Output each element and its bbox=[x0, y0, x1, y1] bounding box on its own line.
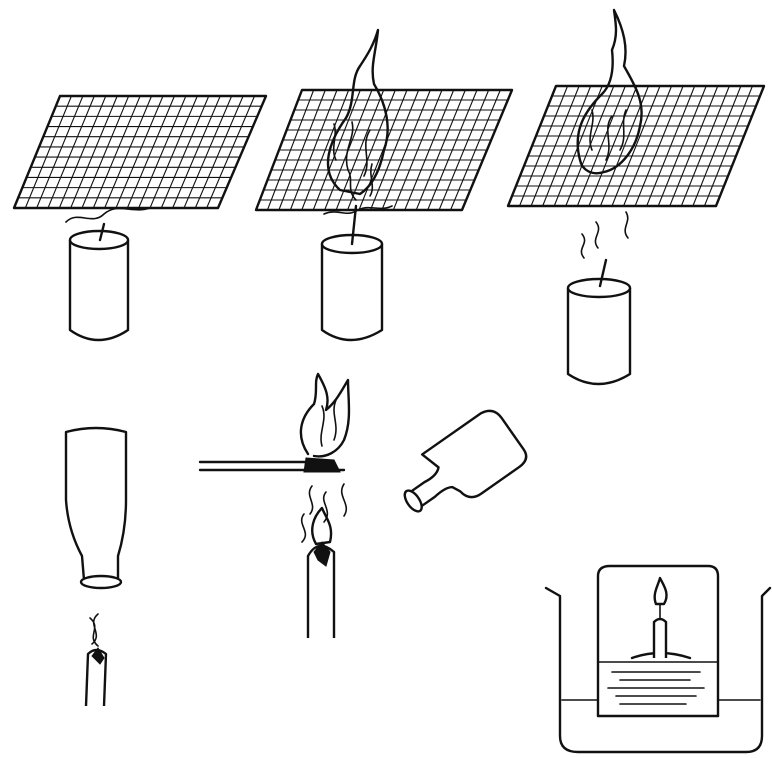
flame bbox=[578, 10, 642, 173]
gauze-wire bbox=[48, 96, 94, 208]
gauze-wire bbox=[161, 96, 208, 208]
gauze-wire bbox=[173, 96, 221, 208]
bottle bbox=[66, 428, 126, 588]
gauze-wire bbox=[116, 96, 163, 208]
gauze-wire bbox=[25, 96, 71, 208]
wire-gauze bbox=[508, 86, 764, 206]
candle-stub bbox=[86, 648, 106, 706]
gauze-wire bbox=[59, 96, 105, 208]
panel-candle-in-beaker bbox=[546, 566, 770, 752]
panel-flame-above-gauze bbox=[508, 10, 764, 384]
panel-tilted-bottle bbox=[389, 405, 530, 531]
panel-splint-relight bbox=[200, 374, 349, 638]
candle-smoke-wisp bbox=[66, 208, 150, 222]
splint-flame bbox=[301, 374, 349, 456]
candle-relit bbox=[308, 508, 334, 638]
wire-gauze bbox=[14, 96, 266, 208]
gauze-wire bbox=[37, 96, 83, 208]
flame bbox=[328, 30, 388, 200]
gauze-wire bbox=[195, 96, 243, 208]
panel-candle-under-gauze bbox=[14, 96, 266, 340]
gauze-wire bbox=[82, 96, 129, 208]
panel-inverted-bottle bbox=[66, 428, 126, 706]
candle bbox=[654, 578, 667, 658]
smoke bbox=[581, 212, 628, 258]
gauze-wire bbox=[93, 96, 140, 208]
rising-smoke bbox=[90, 614, 98, 646]
candle bbox=[568, 260, 630, 384]
gauze-wire bbox=[105, 96, 152, 208]
water-lines bbox=[608, 672, 704, 704]
gauze-wire bbox=[207, 96, 255, 208]
beaker bbox=[546, 588, 770, 752]
splint bbox=[200, 458, 344, 472]
candle bbox=[322, 206, 382, 340]
gauze-wire bbox=[127, 96, 174, 208]
gauze-wire bbox=[71, 96, 118, 208]
candle bbox=[70, 224, 128, 340]
panel-flame-through-gauze bbox=[256, 30, 512, 340]
bottle bbox=[389, 405, 530, 531]
gauze-wire bbox=[150, 96, 197, 208]
gauze-wire bbox=[139, 96, 186, 208]
